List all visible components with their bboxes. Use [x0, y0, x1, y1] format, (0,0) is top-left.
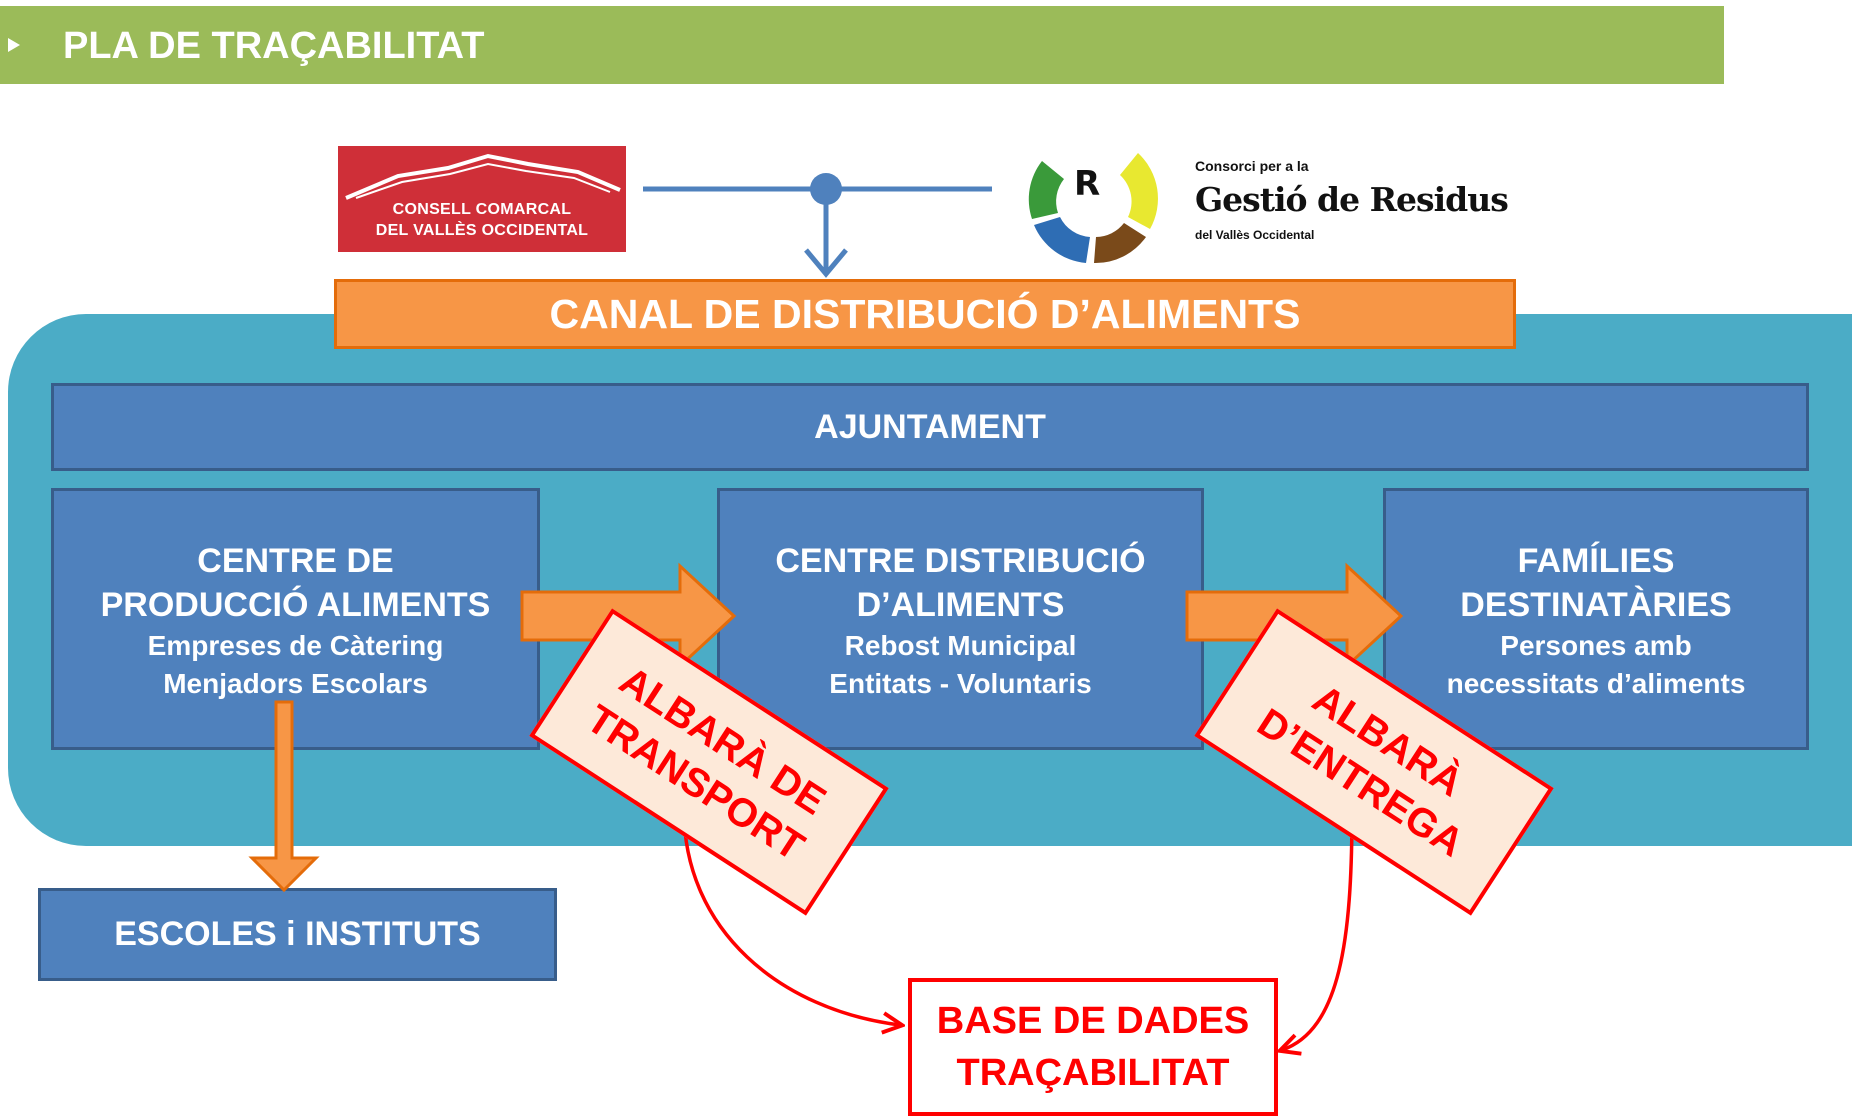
section-title: PLA DE TRAÇABILITAT [63, 25, 485, 67]
base-line: BASE DE DADES [936, 1000, 1250, 1042]
logo-small-text: Consorci per a la [1195, 158, 1309, 174]
box-title-line: CENTRE DE [197, 542, 394, 580]
logo-name-text: Gestió de Residus [1195, 180, 1509, 219]
ajuntament-box: AJUNTAMENT [51, 383, 1809, 471]
base-line: TRAÇABILITAT [956, 1052, 1230, 1094]
canal-distribucio-banner: CANAL DE DISTRIBUCIÓ D’ALIMENTS [334, 279, 1516, 349]
entrega-to-database-line [1282, 809, 1354, 1050]
box-title-line: DESTINATÀRIES [1460, 586, 1732, 624]
box-subtitle-line: Empreses de Càtering [147, 630, 444, 661]
families-destinataries-box: FAMÍLIES DESTINATÀRIES Persones amb nece… [1383, 488, 1809, 750]
consell-comarcal-logo: CONSELL COMARCAL DEL VALLÈS OCCIDENTAL [338, 146, 626, 252]
logo-line-1: CONSELL COMARCAL [392, 201, 572, 218]
logo-sub-text: del Vallès Occidental [1195, 228, 1315, 242]
base-dades-box: BASE DE DADES TRAÇABILITAT [908, 978, 1278, 1116]
mountain-icon [345, 153, 621, 200]
box-title-line: PRODUCCIÓ ALIMENTS [100, 586, 491, 624]
escoles-instituts-box: ESCOLES i INSTITUTS [38, 888, 557, 981]
box-subtitle-line: Persones amb [1500, 630, 1692, 661]
logo-line-2: DEL VALLÈS OCCIDENTAL [375, 222, 589, 239]
section-header: PLA DE TRAÇABILITAT [0, 6, 1724, 84]
ring-letter-r: R [1074, 164, 1101, 204]
triangle-bullet-icon [8, 38, 20, 52]
arrow-produccio-to-distribucio [520, 562, 737, 670]
consorci-logo-text: Consorci per a la Gestió de Residus del … [1195, 158, 1535, 248]
box-subtitle-line: necessitats d’aliments [1446, 668, 1746, 699]
box-title-line: D’ALIMENTS [856, 586, 1065, 624]
box-title-line: CENTRE DISTRIBUCIÓ [775, 542, 1146, 580]
box-title-line: FAMÍLIES [1517, 542, 1675, 580]
box-subtitle-line: Rebost Municipal [844, 630, 1077, 661]
transport-to-database-line [682, 809, 900, 1025]
centre-distribucio-box: CENTRE DISTRIBUCIÓ D’ALIMENTS Rebost Mun… [717, 488, 1204, 750]
arrow-produccio-to-escoles [248, 700, 320, 893]
connector-arrowhead [804, 248, 848, 278]
box-subtitle-line: Entitats - Voluntaris [829, 668, 1092, 699]
arrow-distribucio-to-families [1185, 562, 1404, 670]
box-subtitle-line: Menjadors Escolars [163, 668, 428, 699]
centre-produccio-box: CENTRE DE PRODUCCIÓ ALIMENTS Empreses de… [51, 488, 540, 750]
